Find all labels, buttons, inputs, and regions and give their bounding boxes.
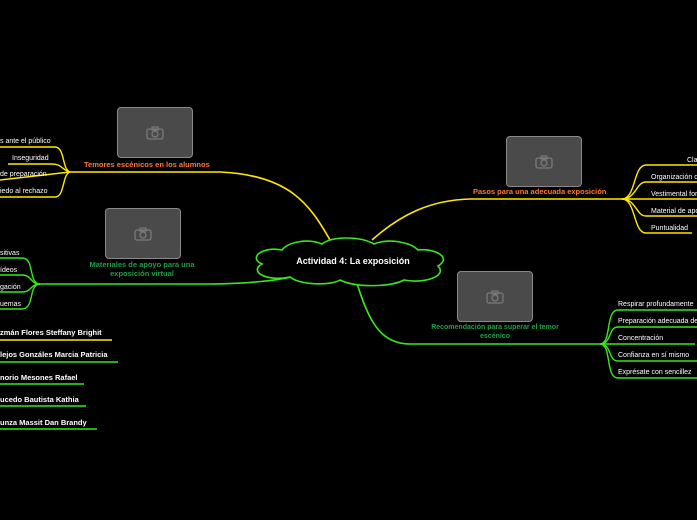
topic-temores-title[interactable]: Temores escénicos en los alumnos xyxy=(84,160,210,169)
materiales-item-4[interactable]: uemas xyxy=(0,301,22,308)
connector-temores xyxy=(70,171,331,241)
image-placeholder-temores xyxy=(117,107,193,158)
recomendacion-item-2[interactable]: Preparación adecuada de xyxy=(618,318,697,325)
camera-icon xyxy=(535,154,553,169)
member-underlines xyxy=(0,339,118,430)
temores-item-3[interactable]: de preparación xyxy=(0,171,47,178)
connector-recomendacion-items xyxy=(599,309,697,379)
materiales-item-2[interactable]: ídeos xyxy=(0,267,18,274)
pasos-item-3[interactable]: Vestimental for xyxy=(651,191,697,198)
member-name-4[interactable]: ucedo Bautista Kathia xyxy=(0,395,79,404)
connector-recomendacion xyxy=(355,279,600,345)
center-topic-title[interactable]: Actividad 4: La exposición xyxy=(296,256,410,266)
topic-pasos-title[interactable]: Pasos para una adecuada exposición xyxy=(473,187,607,196)
member-name-3[interactable]: norio Mesones Rafael xyxy=(0,373,78,382)
temores-item-4[interactable]: iedo al rechazo xyxy=(0,188,48,195)
pasos-item-5[interactable]: Puntualidad xyxy=(651,225,688,232)
topic-recomendacion-title-line1: Recomendación para superar el temor xyxy=(431,324,559,331)
temores-item-2[interactable]: Inseguridad xyxy=(12,155,49,162)
recomendacion-item-3[interactable]: Concentración xyxy=(618,335,664,342)
topic-materiales-title[interactable]: Materiales de apoyo para una exposición … xyxy=(72,260,212,278)
member-name-2[interactable]: lejos Gonzáles Marcia Patricia xyxy=(0,350,108,359)
temores-item-1[interactable]: s ante el público xyxy=(0,138,51,145)
image-placeholder-recomendacion xyxy=(457,271,533,322)
recomendacion-item-1[interactable]: Respirar profundamente xyxy=(618,301,694,308)
recomendacion-item-4[interactable]: Confianza en sí mismo xyxy=(618,352,690,359)
pasos-item-1[interactable]: Cla xyxy=(687,157,697,164)
topic-recomendacion-title-line2: escénico xyxy=(480,333,510,340)
camera-icon xyxy=(486,289,504,304)
center-cloud-shape xyxy=(255,237,445,287)
pasos-item-2[interactable]: Organización d xyxy=(651,174,697,181)
camera-icon xyxy=(146,125,164,140)
image-placeholder-materiales xyxy=(105,208,181,259)
topic-materiales-title-line2: exposición virtual xyxy=(110,269,174,278)
connector-pasos xyxy=(371,198,622,241)
connector-materiales-items xyxy=(0,257,41,310)
topic-recomendacion-title[interactable]: Recomendación para superar el temor escé… xyxy=(415,323,575,341)
pasos-item-4[interactable]: Material de apo xyxy=(651,208,697,215)
member-name-1[interactable]: zmán Flores Steffany Brighit xyxy=(0,328,102,337)
topic-materiales-title-line1: Materiales de apoyo para una xyxy=(89,260,195,269)
camera-icon xyxy=(134,226,152,241)
image-placeholder-pasos xyxy=(506,136,582,187)
member-name-5[interactable]: unza Massit Dan Brandy xyxy=(0,418,87,427)
materiales-item-1[interactable]: sitivas xyxy=(0,250,20,257)
connector-temores-items xyxy=(0,146,71,198)
materiales-item-3[interactable]: gación xyxy=(0,284,21,291)
recomendacion-item-5[interactable]: Exprésate con sencillez xyxy=(618,369,692,376)
connector-pasos-items xyxy=(621,164,697,234)
